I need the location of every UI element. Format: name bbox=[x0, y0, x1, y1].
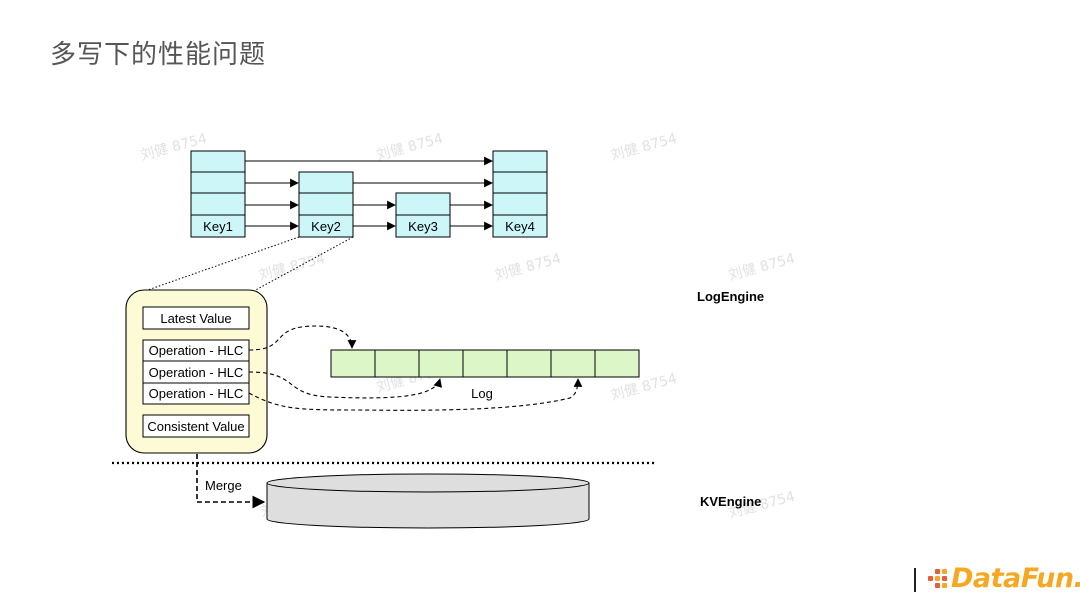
logo-divider bbox=[914, 568, 916, 592]
datafun-logo: DataFun. bbox=[928, 560, 1080, 596]
log-entry bbox=[330, 349, 376, 378]
logo-text: DataFun. bbox=[951, 562, 1080, 594]
kv-engine-label: KVEngine bbox=[700, 494, 761, 509]
logo-dot bbox=[928, 569, 933, 574]
operation-label: Operation - HLC bbox=[149, 343, 244, 358]
consistent-value-cell bbox=[142, 414, 250, 438]
logo-dot bbox=[942, 575, 947, 581]
key-label: Key3 bbox=[408, 219, 438, 234]
merge-arrow bbox=[196, 454, 266, 509]
key-label: Key2 bbox=[311, 219, 341, 234]
logo-dot bbox=[928, 583, 933, 588]
skiplist bbox=[190, 150, 548, 238]
skiplist-node-key4 bbox=[492, 214, 548, 238]
watermark: 刘健 8754 bbox=[257, 251, 327, 284]
logo-mark-icon bbox=[928, 568, 947, 588]
zoom-lines bbox=[141, 236, 354, 293]
log-entry bbox=[418, 349, 464, 378]
kv-disk bbox=[266, 473, 590, 529]
log-label: Log bbox=[471, 386, 493, 401]
logo-dot bbox=[935, 582, 940, 588]
log-entry bbox=[374, 349, 420, 378]
skiplist-pointers bbox=[245, 156, 493, 231]
operation-log-arrows bbox=[248, 325, 583, 411]
log-entry bbox=[506, 349, 552, 378]
key-label: Key4 bbox=[505, 219, 535, 234]
operation-label: Operation - HLC bbox=[149, 386, 244, 401]
key-label: Key1 bbox=[203, 219, 233, 234]
logo-dot bbox=[942, 582, 947, 588]
merge-label: Merge bbox=[205, 478, 242, 493]
logo-dot bbox=[935, 568, 940, 574]
logo-dot bbox=[942, 568, 947, 574]
watermark: 刘健 8754 bbox=[609, 131, 679, 164]
consistent-value-label: Consistent Value bbox=[147, 419, 244, 434]
latest-value-label: Latest Value bbox=[160, 311, 231, 326]
log-entry bbox=[462, 349, 508, 378]
operation-label: Operation - HLC bbox=[149, 365, 244, 380]
logo-dot bbox=[928, 575, 933, 581]
latest-value-cell bbox=[142, 306, 250, 330]
log-entry bbox=[550, 349, 596, 378]
watermark: 刘健 8754 bbox=[493, 251, 563, 284]
watermark: 刘健 8754 bbox=[727, 251, 797, 284]
log-engine-label: LogEngine bbox=[697, 289, 764, 304]
logo-dot bbox=[935, 575, 940, 581]
watermark: 刘健 8754 bbox=[375, 131, 445, 164]
log-array bbox=[330, 349, 640, 378]
log-entry bbox=[594, 349, 640, 378]
page-title: 多写下的性能问题 bbox=[50, 40, 267, 70]
